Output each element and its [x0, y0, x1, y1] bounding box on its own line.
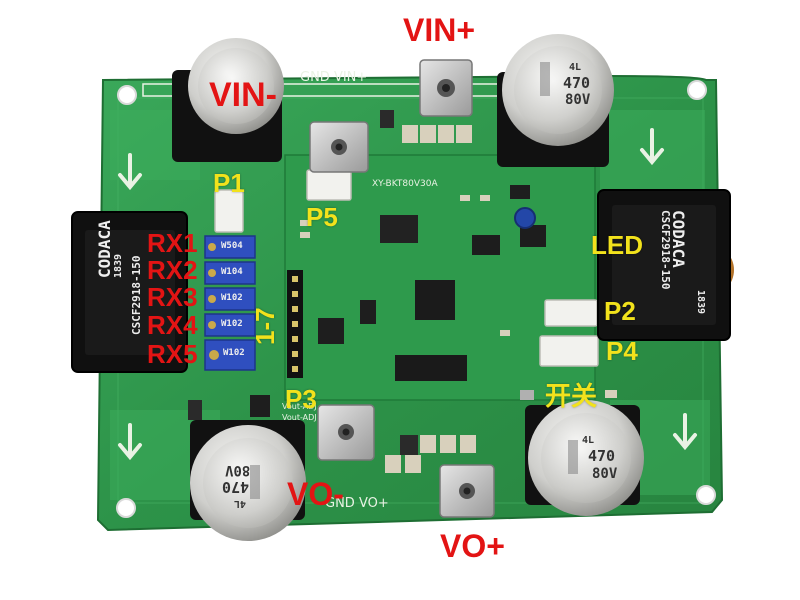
capacitor-bottom-left	[190, 420, 306, 541]
label-rx4: RX4	[147, 310, 198, 340]
silk-top: GND VIN+	[300, 70, 368, 85]
capacitor-top-left	[172, 38, 284, 162]
connector-p1	[214, 189, 244, 233]
silk-bottom: GND VO+	[325, 496, 389, 511]
label-p3: P3	[285, 384, 317, 414]
silk-vout-adj: Vout-ADJ	[282, 402, 317, 411]
cap-bl-series: 4L	[234, 498, 247, 509]
label-rx3: RX3	[147, 282, 198, 312]
label-led: LED	[591, 230, 643, 260]
label-rx1: RX1	[147, 228, 198, 258]
label-switch: 开关	[545, 382, 598, 412]
terminals	[309, 59, 495, 518]
connectors	[214, 169, 599, 367]
inductor-left-brand: CODACA	[95, 220, 114, 278]
label-vin-plus: VIN+	[403, 12, 476, 48]
inductor-right	[597, 189, 734, 341]
label-rx5: RX5	[147, 339, 198, 369]
pot-rx2-code: W104	[221, 267, 243, 277]
cap-br-value: 470	[588, 447, 616, 465]
label-pin-range: 1-7	[250, 307, 280, 345]
cap-br-voltage: 80V	[592, 466, 618, 482]
cap-tr-value: 470	[563, 74, 591, 92]
silk-model: XY-BKT80V30A	[372, 179, 438, 189]
label-vin-minus: VIN-	[209, 76, 277, 114]
inductor-left	[71, 211, 188, 373]
label-p1: P1	[213, 168, 245, 198]
smd-parts	[188, 110, 617, 473]
inductor-left-code: 1839	[113, 253, 124, 278]
cap-bl-voltage: 80V	[225, 462, 251, 478]
label-rx2: RX2	[147, 255, 198, 285]
connector-p2	[544, 299, 598, 327]
cap-bl-value: 470	[222, 478, 250, 496]
inductor-right-part: CSCF2918-150	[659, 210, 672, 290]
pot-rx3-code: W102	[221, 293, 243, 303]
label-vo-plus: VO+	[440, 528, 505, 564]
inductor-right-code: 1839	[695, 290, 706, 315]
label-p4: P4	[606, 336, 638, 366]
inductor-left-part: CSCF2918-150	[130, 255, 143, 335]
label-p5: P5	[306, 202, 338, 232]
cap-br-series: 4L	[582, 435, 595, 446]
capacitor-bottom-right	[525, 400, 644, 516]
potentiometers	[204, 235, 256, 371]
pot-rx4-code: W102	[221, 319, 243, 329]
cap-tr-series: 4L	[569, 62, 582, 73]
connector-p5	[306, 169, 352, 201]
ic-chips	[318, 207, 546, 381]
label-p2: P2	[604, 296, 636, 326]
capacitor-top-right	[497, 34, 614, 167]
silk-vout-adj-2: Vout-ADJ	[282, 413, 317, 422]
connector-p4	[539, 335, 599, 367]
label-vo-minus: VO-	[287, 476, 344, 512]
pot-rx1-code: W504	[221, 241, 243, 251]
cap-tr-voltage: 80V	[565, 92, 591, 108]
pin-header	[287, 270, 303, 378]
pot-rx5-code: W102	[223, 348, 245, 358]
